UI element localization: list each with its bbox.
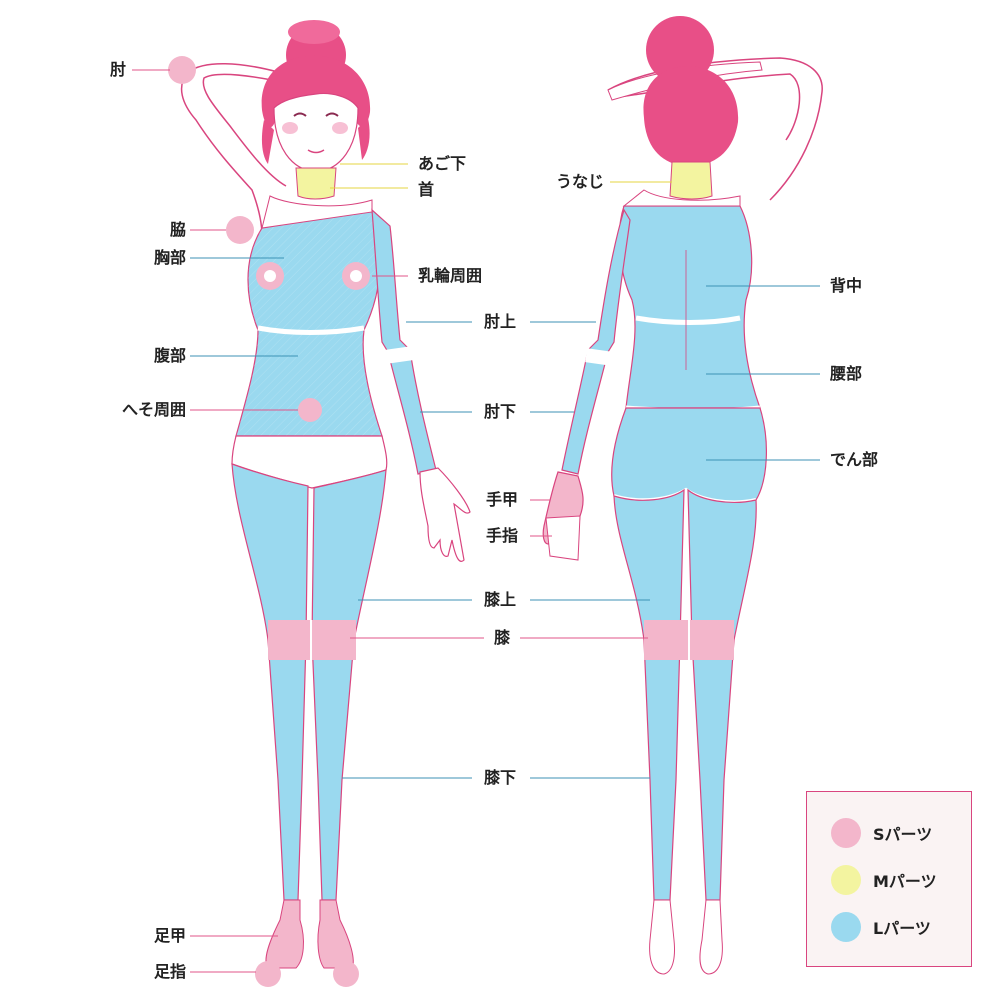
front-raised-arm — [180, 63, 287, 237]
legend: Sパーツ Mパーツ Lパーツ — [806, 791, 972, 967]
back-left-leg — [613, 488, 685, 901]
front-toes-left-s — [255, 961, 281, 987]
label-te-ko: 手甲 — [486, 490, 519, 509]
back-nape-m — [669, 161, 713, 200]
label-ago-shita: あご下 — [418, 154, 467, 173]
label-waki: 脇 — [169, 220, 186, 239]
label-hiza-ue: 膝上 — [484, 590, 517, 609]
label-senaka: 背中 — [830, 276, 863, 295]
front-hair — [261, 20, 371, 164]
label-hiji-ue: 肘上 — [484, 312, 517, 331]
label-te-yubi: 手指 — [486, 526, 519, 545]
label-hiji-shita: 肘下 — [484, 402, 517, 421]
legend-label-s: Sパーツ — [873, 825, 933, 844]
front-right-leg — [311, 469, 387, 901]
leader-lines — [132, 69, 820, 973]
back-hair — [643, 16, 739, 166]
front-elbow-s — [168, 56, 196, 84]
back-left-arm — [561, 208, 631, 475]
label-heso: へそ周囲 — [121, 400, 186, 419]
back-left-foot — [649, 899, 675, 975]
front-right-hand — [419, 467, 471, 562]
front-figure — [168, 20, 471, 987]
legend-item-l: Lパーツ — [831, 911, 931, 943]
front-left-leg — [231, 463, 309, 901]
label-yobu: 腰部 — [830, 364, 863, 383]
legend-item-m: Mパーツ — [831, 864, 937, 896]
legend-swatch-m — [831, 865, 861, 895]
legend-label-m: Mパーツ — [873, 872, 937, 891]
legend-label-l: Lパーツ — [873, 919, 931, 938]
legend-swatch-l — [831, 912, 861, 942]
label-fukubu: 腹部 — [153, 346, 186, 365]
front-toes-right-s — [333, 961, 359, 987]
front-face — [273, 92, 359, 173]
legend-swatch-s — [831, 818, 861, 848]
front-neck-m — [295, 167, 337, 200]
label-denbu: でん部 — [830, 450, 879, 469]
front-briefs — [231, 435, 388, 489]
label-nyurin: 乳輪周囲 — [418, 266, 483, 285]
label-hiza-shita: 膝下 — [484, 768, 517, 787]
label-ashi-yubi: 足指 — [153, 962, 186, 981]
front-left-foot — [265, 899, 304, 969]
back-torso — [618, 205, 761, 409]
front-right-foot — [317, 899, 354, 969]
front-armpit-s — [226, 216, 254, 244]
label-unaji: うなじ — [555, 172, 604, 191]
back-figure — [542, 16, 823, 975]
label-kyobu: 胸部 — [153, 248, 186, 267]
back-right-foot — [699, 899, 723, 975]
back-buttocks — [611, 407, 767, 503]
label-hiza: 膝 — [494, 628, 511, 647]
label-kubi: 首 — [418, 180, 435, 199]
label-hiji: 肘 — [109, 60, 126, 79]
back-right-leg — [687, 488, 757, 901]
legend-item-s: Sパーツ — [831, 817, 932, 849]
front-navel-s — [298, 398, 322, 422]
label-ashi-ko: 足甲 — [153, 926, 186, 945]
